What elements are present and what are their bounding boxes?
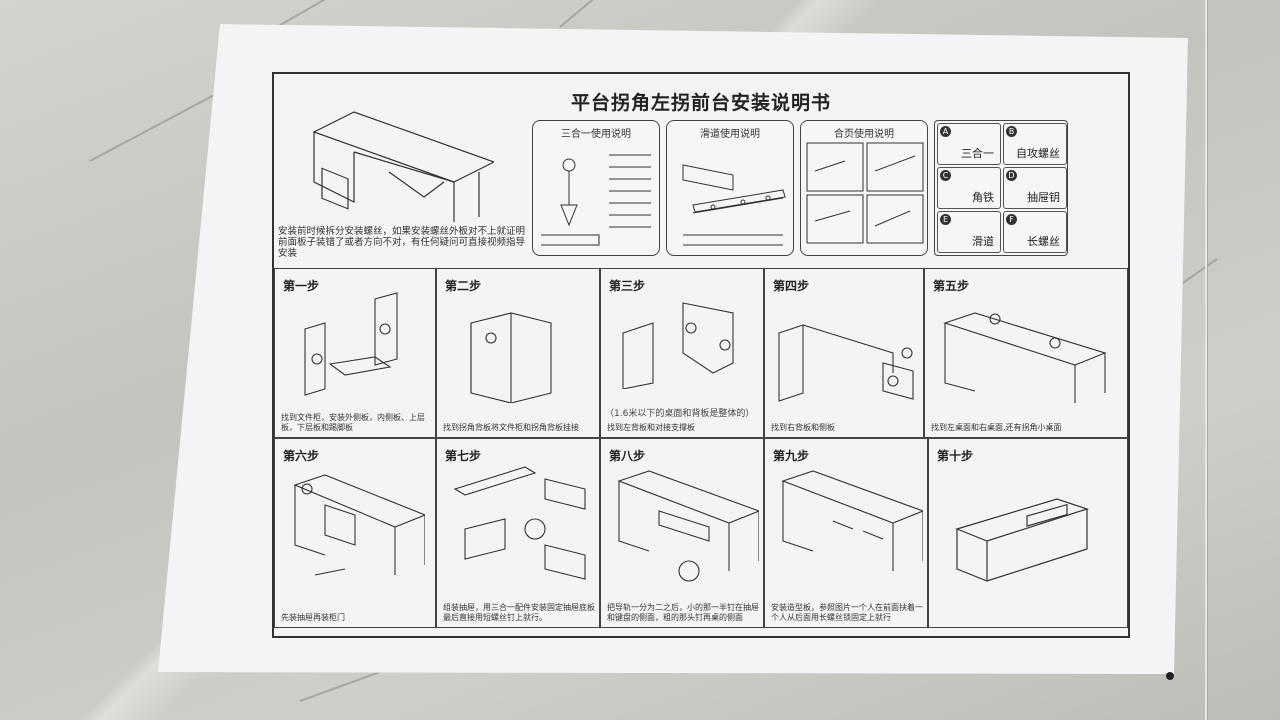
usage-box-slide-rail: 滑道使用说明 <box>666 120 794 256</box>
step-3: 第三步 （1.6米以下的桌面和背板是整体的） 找到左背板和对接支撑板 <box>600 268 764 438</box>
part-name: 角铁 <box>972 191 994 204</box>
step-title: 第二步 <box>445 279 482 293</box>
step-title: 第四步 <box>773 279 810 293</box>
step-title: 第九步 <box>773 449 810 463</box>
instruction-frame: 平台拐角左拐前台安装说明书 安装前时候拆分安装螺丝，如果安装螺丝外板对不上就证明… <box>272 72 1130 638</box>
part-d: D 抽屉钥 <box>1003 167 1067 209</box>
step-illustration <box>617 470 759 582</box>
step-2: 第二步 找到拐角背板将文件柜和拐角背板挂接 <box>436 268 600 438</box>
tile-seam <box>1205 0 1207 720</box>
part-b: B 自攻螺丝 <box>1003 123 1067 165</box>
step-illustration <box>293 474 425 576</box>
step-illustration <box>943 312 1107 403</box>
step-5: 第五步 找到左桌面和右桌面,还有拐角小桌面 <box>924 268 1128 438</box>
step-caption: 把导轨一分为二之后，小的那一半钉在抽屉和键盘的侧面，粗的那头钉再桌的侧面 <box>607 603 759 622</box>
step-illustration <box>304 292 398 396</box>
usage-box-three-in-one: 三合一使用说明 <box>532 120 660 256</box>
parts-list: A 三合一 B 自攻螺丝 C 角铁 D 抽屉钥 E 滑道 F 长螺丝 <box>934 120 1068 256</box>
step-6: 第六步 先装抽屉再装柜门 <box>274 438 436 628</box>
step-illustration <box>622 302 734 389</box>
step-8: 第八步 把导轨一分为二之后，小的那一半钉在抽屉和键盘的侧面，粗的那头钉再桌的侧面 <box>600 438 764 628</box>
usage-box-label: 合页使用说明 <box>834 129 894 140</box>
step-7: 第七步 组装抽屉，用三合一配件安装固定抽屉底板最后直接用短螺丝钉上就行。 <box>436 438 600 628</box>
step-10: 第十步 <box>928 438 1128 628</box>
step-illustration <box>778 324 914 402</box>
step-title: 第六步 <box>283 449 320 463</box>
part-f: F 长螺丝 <box>1003 211 1067 253</box>
part-name: 长螺丝 <box>1027 235 1060 248</box>
part-name: 滑道 <box>972 235 994 248</box>
usage-box-hinge: 合页使用说明 <box>800 120 928 256</box>
document-title: 平台拐角左拐前台安装说明书 <box>570 92 831 114</box>
usage-box-label: 三合一使用说明 <box>561 129 631 140</box>
paper-hole <box>1166 672 1174 680</box>
step-caption: 找到右背板和侧板 <box>771 423 835 432</box>
step-caption: 先装抽屉再装柜门 <box>281 613 345 622</box>
desk-overview-illustration <box>312 111 494 222</box>
part-letter: A <box>940 126 951 137</box>
part-name: 抽屉钥 <box>1027 191 1060 204</box>
part-letter: D <box>1006 170 1017 181</box>
step-1: 第一步 找到文件柜，安装外侧板，内侧板、上层板，下层板和踢脚板 <box>274 268 436 438</box>
part-name: 三合一 <box>961 147 994 160</box>
step-caption: 安装造型板，参照图片一个人在前面扶着一个人从后面用长螺丝锁固定上就行 <box>771 603 923 622</box>
part-name: 自攻螺丝 <box>1016 147 1060 160</box>
step-caption: 找到拐角背板将文件柜和拐角背板挂接 <box>443 423 579 432</box>
step-caption: 找到文件柜，安装外侧板，内侧板、上层板，下层板和踢脚板 <box>281 413 425 432</box>
step-caption: 找到左背板和对接支撑板 <box>607 423 695 432</box>
step-illustration <box>955 498 1089 582</box>
step-illustration <box>470 312 552 403</box>
part-e: E 滑道 <box>937 211 1001 253</box>
step-caption: 组装抽屉，用三合一配件安装固定抽屉底板最后直接用短螺丝钉上就行。 <box>443 603 595 622</box>
step-title: 第一步 <box>283 279 320 293</box>
step-9: 第九步 安装造型板，参照图片一个人在前面扶着一个人从后面用长螺丝锁固定上就行 <box>764 438 928 628</box>
step-title: 第八步 <box>609 449 646 463</box>
step-note: （1.6米以下的桌面和背板是整体的） <box>605 409 755 419</box>
step-title: 第七步 <box>445 449 482 463</box>
step-title: 第十步 <box>937 449 974 463</box>
steps-grid: 第一步 找到文件柜，安装外侧板，内侧板、上层板，下层板和踢脚板 第二步 <box>274 268 1128 628</box>
step-illustration <box>781 470 923 571</box>
part-a: A 三合一 <box>937 123 1001 165</box>
intro-text: 安装前时候拆分安装螺丝，如果安装螺丝外板对不上就证明前面板子装错了或者方向不对，… <box>278 226 526 259</box>
step-illustration <box>453 466 586 580</box>
part-letter: E <box>940 214 951 225</box>
usage-box-label: 滑道使用说明 <box>700 129 760 140</box>
hinge-illustration <box>806 142 924 244</box>
part-letter: C <box>940 170 951 181</box>
step-4: 第四步 找到右背板和侧板 <box>764 268 924 438</box>
step-title: 第五步 <box>933 279 970 293</box>
step-caption: 找到左桌面和右桌面,还有拐角小桌面 <box>931 423 1062 432</box>
part-letter: F <box>1006 214 1017 225</box>
three-in-one-illustration <box>541 154 651 246</box>
part-c: C 角铁 <box>937 167 1001 209</box>
part-letter: B <box>1006 126 1017 137</box>
step-title: 第三步 <box>609 279 646 293</box>
slide-rail-illustration <box>682 164 786 246</box>
